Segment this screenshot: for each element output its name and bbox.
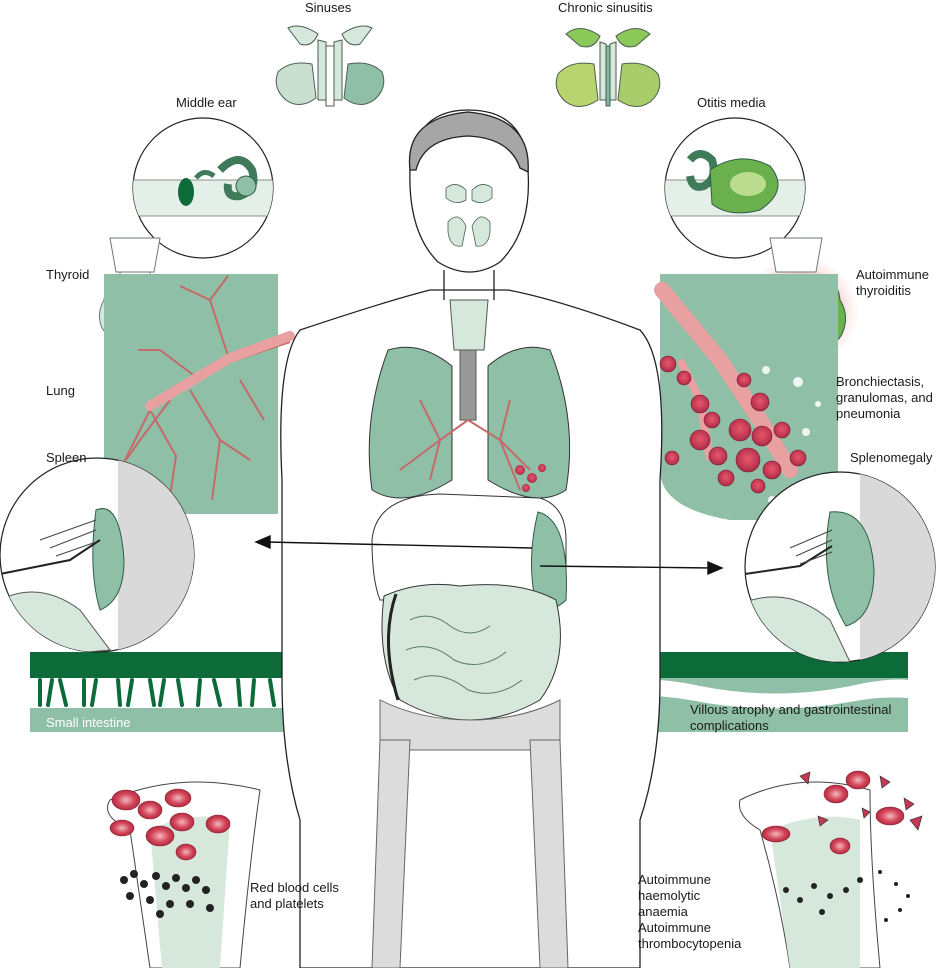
label-splenomegaly: Splenomegaly [850,450,933,465]
small-intestine-band [30,652,300,732]
label-chronic-sinusitis: Chronic sinusitis [558,0,653,15]
abdomen-organs [371,493,567,721]
red-blood-cells-right [761,770,905,855]
label-autoimmune-haemolytic-anaemia: Autoimmune haemolytic anaemia [638,872,711,919]
label-small-intestine: Small intestine [46,715,131,730]
label-thyroid: Thyroid [46,267,90,282]
thorax-organs [368,299,571,499]
bone-right [738,781,881,969]
fragmented-cells-right [799,771,923,831]
label-rbc-platelets: Red blood cells and platelets [250,880,339,911]
label-autoimmune-thrombocytopenia: Autoimmune thrombocytopenia [638,920,742,951]
label-bronchiectasis: Bronchiectasis, granulomas, and pneumoni… [836,374,933,421]
platelets-right [783,870,910,922]
splenomegaly-circle [744,471,936,663]
label-spleen: Spleen [46,450,87,465]
label-lung: Lung [46,383,75,398]
spleen-arrows [254,534,724,576]
sinuses-illustration [275,25,385,107]
lung-panel-right [654,274,838,520]
otitis-media-circle [664,117,806,259]
red-blood-cells-left [109,788,231,861]
label-autoimmune-thyroiditis: Autoimmune thyroiditis [856,267,929,298]
label-sinuses: Sinuses [305,0,352,15]
label-middle-ear: Middle ear [176,95,237,110]
lung-panel-left [104,274,295,514]
label-otitis-media: Otitis media [697,95,766,110]
middle-ear-circle [132,117,274,259]
label-villous-atrophy: Villous atrophy and gastrointestinal com… [690,702,892,733]
pelvis-and-legs [371,699,569,969]
chronic-sinusitis-illustration [555,28,661,107]
platelets-left [120,870,214,918]
